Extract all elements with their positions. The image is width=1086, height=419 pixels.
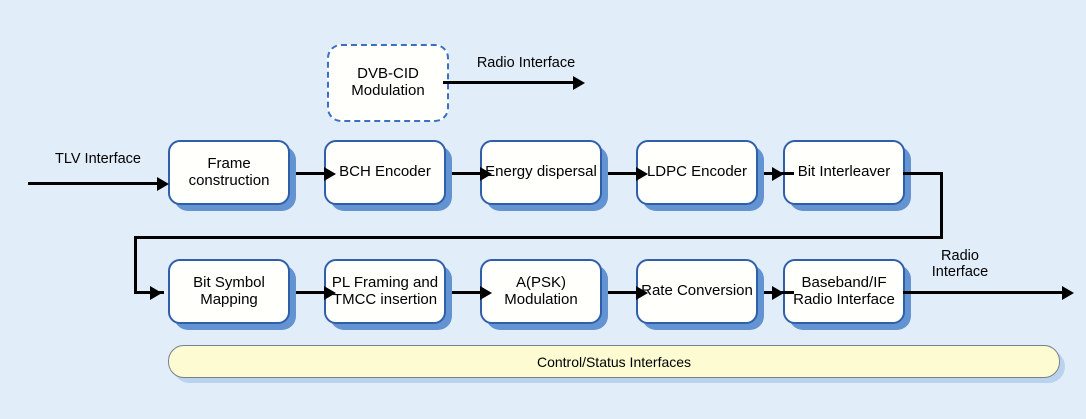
edge-baseband-to-radio-output: [903, 291, 1070, 294]
arrowhead-radio-output: [1062, 285, 1074, 300]
edge-apsk-to-rate: [608, 291, 640, 294]
edge-label-tlv-interface: TLV Interface: [55, 151, 141, 167]
edge-label-radio-interface-output: Radio Interface: [931, 248, 989, 280]
edge-wrap-bottom: [134, 236, 943, 239]
edge-wrap-into-bit-symbol: [134, 291, 164, 294]
block-bit-interleaver[interactable]: Bit Interleaver: [783, 140, 905, 205]
block-label: Bit Interleaver: [797, 163, 891, 181]
block-label: Energy dispersal: [485, 163, 597, 181]
edge-plframing-to-apsk: [452, 291, 484, 294]
arrowhead-energy-ldpc: [636, 166, 648, 181]
block-bch-encoder[interactable]: BCH Encoder: [324, 140, 446, 205]
control-status-interfaces-bar[interactable]: Control/Status Interfaces: [168, 345, 1060, 378]
block-energy-dispersal[interactable]: Energy dispersal: [480, 140, 602, 205]
edge-energy-to-ldpc: [608, 172, 640, 175]
block-label: PL Framing and TMCC insertion: [331, 273, 439, 308]
block-label: Baseband/IF Radio Interface: [793, 273, 895, 308]
arrowhead-rate-baseband: [772, 285, 784, 300]
block-apsk-modulation[interactable]: A(PSK) Modulation: [480, 259, 602, 324]
arrowhead-apsk-rate: [636, 285, 648, 300]
edge-frame-to-bch: [296, 172, 328, 175]
block-dvb-cid-modulation[interactable]: DVB-CID Modulation: [327, 44, 449, 122]
edge-wrap-left-down: [134, 236, 137, 293]
edge-bch-to-energy: [452, 172, 484, 175]
block-label: LDPC Encoder: [646, 163, 748, 181]
edge-tlv-input: [28, 182, 161, 185]
block-frame-construction[interactable]: Frame construction: [168, 140, 290, 205]
block-label: Rate Conversion: [641, 282, 753, 300]
arrowhead-bitsymbol-plframing: [324, 285, 336, 300]
block-rate-conversion[interactable]: Rate Conversion: [636, 259, 758, 324]
edge-label-cid-radio-interface: Radio Interface: [476, 55, 576, 71]
block-label: DVB-CID Modulation: [351, 65, 425, 99]
block-label: BCH Encoder: [339, 163, 431, 181]
block-label: Frame construction: [188, 154, 270, 189]
arrowhead-plframing-apsk: [480, 285, 492, 300]
block-bit-symbol-mapping[interactable]: Bit Symbol Mapping: [168, 259, 290, 324]
block-label: A(PSK) Modulation: [504, 273, 578, 308]
edge-wrap-right-down: [940, 172, 943, 239]
block-label: Bit Symbol Mapping: [193, 273, 265, 308]
edge-bitsymbol-to-plframing: [296, 291, 328, 294]
edge-cid-to-radio: [443, 81, 575, 84]
block-pl-framing-tmcc-insertion[interactable]: PL Framing and TMCC insertion: [324, 259, 446, 324]
arrowhead-bch-energy: [480, 166, 492, 181]
edge-wrap-top-right: [903, 172, 943, 175]
arrowhead-tlv-input: [157, 176, 169, 191]
block-baseband-if-radio-interface[interactable]: Baseband/IF Radio Interface: [783, 259, 905, 324]
block-ldpc-encoder[interactable]: LDPC Encoder: [636, 140, 758, 205]
arrowhead-cid-radio: [573, 75, 585, 90]
arrowhead-ldpc-interleaver: [772, 166, 784, 181]
arrowhead-wrap-bit-symbol: [150, 285, 162, 300]
control-bar-label: Control/Status Interfaces: [536, 353, 692, 370]
arrowhead-frame-bch: [324, 166, 336, 181]
